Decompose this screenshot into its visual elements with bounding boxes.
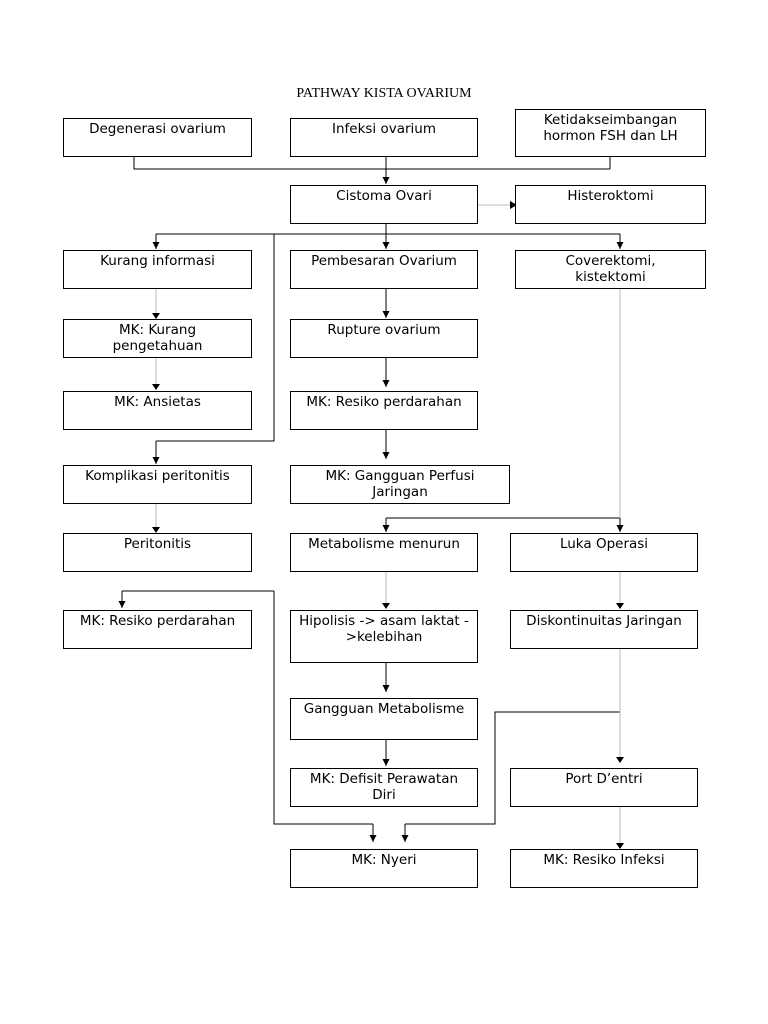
node-port-dentri: Port D’entri xyxy=(510,768,698,807)
connector-degenerasi xyxy=(133,156,386,170)
connector-to-nyeri-left xyxy=(273,591,373,825)
node-coverektomi: Coverektomi, kistektomi xyxy=(515,250,706,289)
node-pembesaran-ovarium: Pembesaran Ovarium xyxy=(290,250,478,289)
node-komplikasi-peritonitis: Komplikasi peritonitis xyxy=(63,465,252,504)
node-hipolisis: Hipolisis -> asam laktat ->kelebihan xyxy=(290,610,478,663)
node-ketidakseimbangan-hormon: Ketidakseimbangan hormon FSH dan LH xyxy=(515,109,706,157)
node-peritonitis: Peritonitis xyxy=(63,533,252,572)
connector-to-komplikasi xyxy=(156,234,275,442)
node-mk-kurang-pengetahuan: MK: Kurang pengetahuan xyxy=(63,319,252,358)
node-diskontinuitas-jaringan: Diskontinuitas Jaringan xyxy=(510,610,698,649)
node-cistoma-ovari: Cistoma Ovari xyxy=(290,185,478,224)
node-mk-resiko-perdarahan-left: MK: Resiko perdarahan xyxy=(63,610,252,649)
node-rupture-ovarium: Rupture ovarium xyxy=(290,319,478,358)
node-mk-gangguan-perfusi: MK: Gangguan Perfusi Jaringan xyxy=(290,465,510,504)
node-infeksi-ovarium: Infeksi ovarium xyxy=(290,118,478,157)
node-degenerasi-ovarium: Degenerasi ovarium xyxy=(63,118,252,157)
node-gangguan-metabolisme: Gangguan Metabolisme xyxy=(290,698,478,740)
diagram-title: PATHWAY KISTA OVARIUM xyxy=(296,86,472,101)
node-luka-operasi: Luka Operasi xyxy=(510,533,698,572)
node-mk-nyeri: MK: Nyeri xyxy=(290,849,478,888)
node-mk-ansietas: MK: Ansietas xyxy=(63,391,252,430)
node-mk-defisit-perawatan-diri: MK: Defisit Perawatan Diri xyxy=(290,768,478,807)
node-mk-resiko-infeksi: MK: Resiko Infeksi xyxy=(510,849,698,888)
node-kurang-informasi: Kurang informasi xyxy=(63,250,252,289)
connector-to-nyeri-right xyxy=(405,711,620,825)
node-histerektomi: Histeroktomi xyxy=(515,185,706,224)
node-metabolisme-menurun: Metabolisme menurun xyxy=(290,533,478,572)
node-mk-resiko-perdarahan-center: MK: Resiko perdarahan xyxy=(290,391,478,430)
